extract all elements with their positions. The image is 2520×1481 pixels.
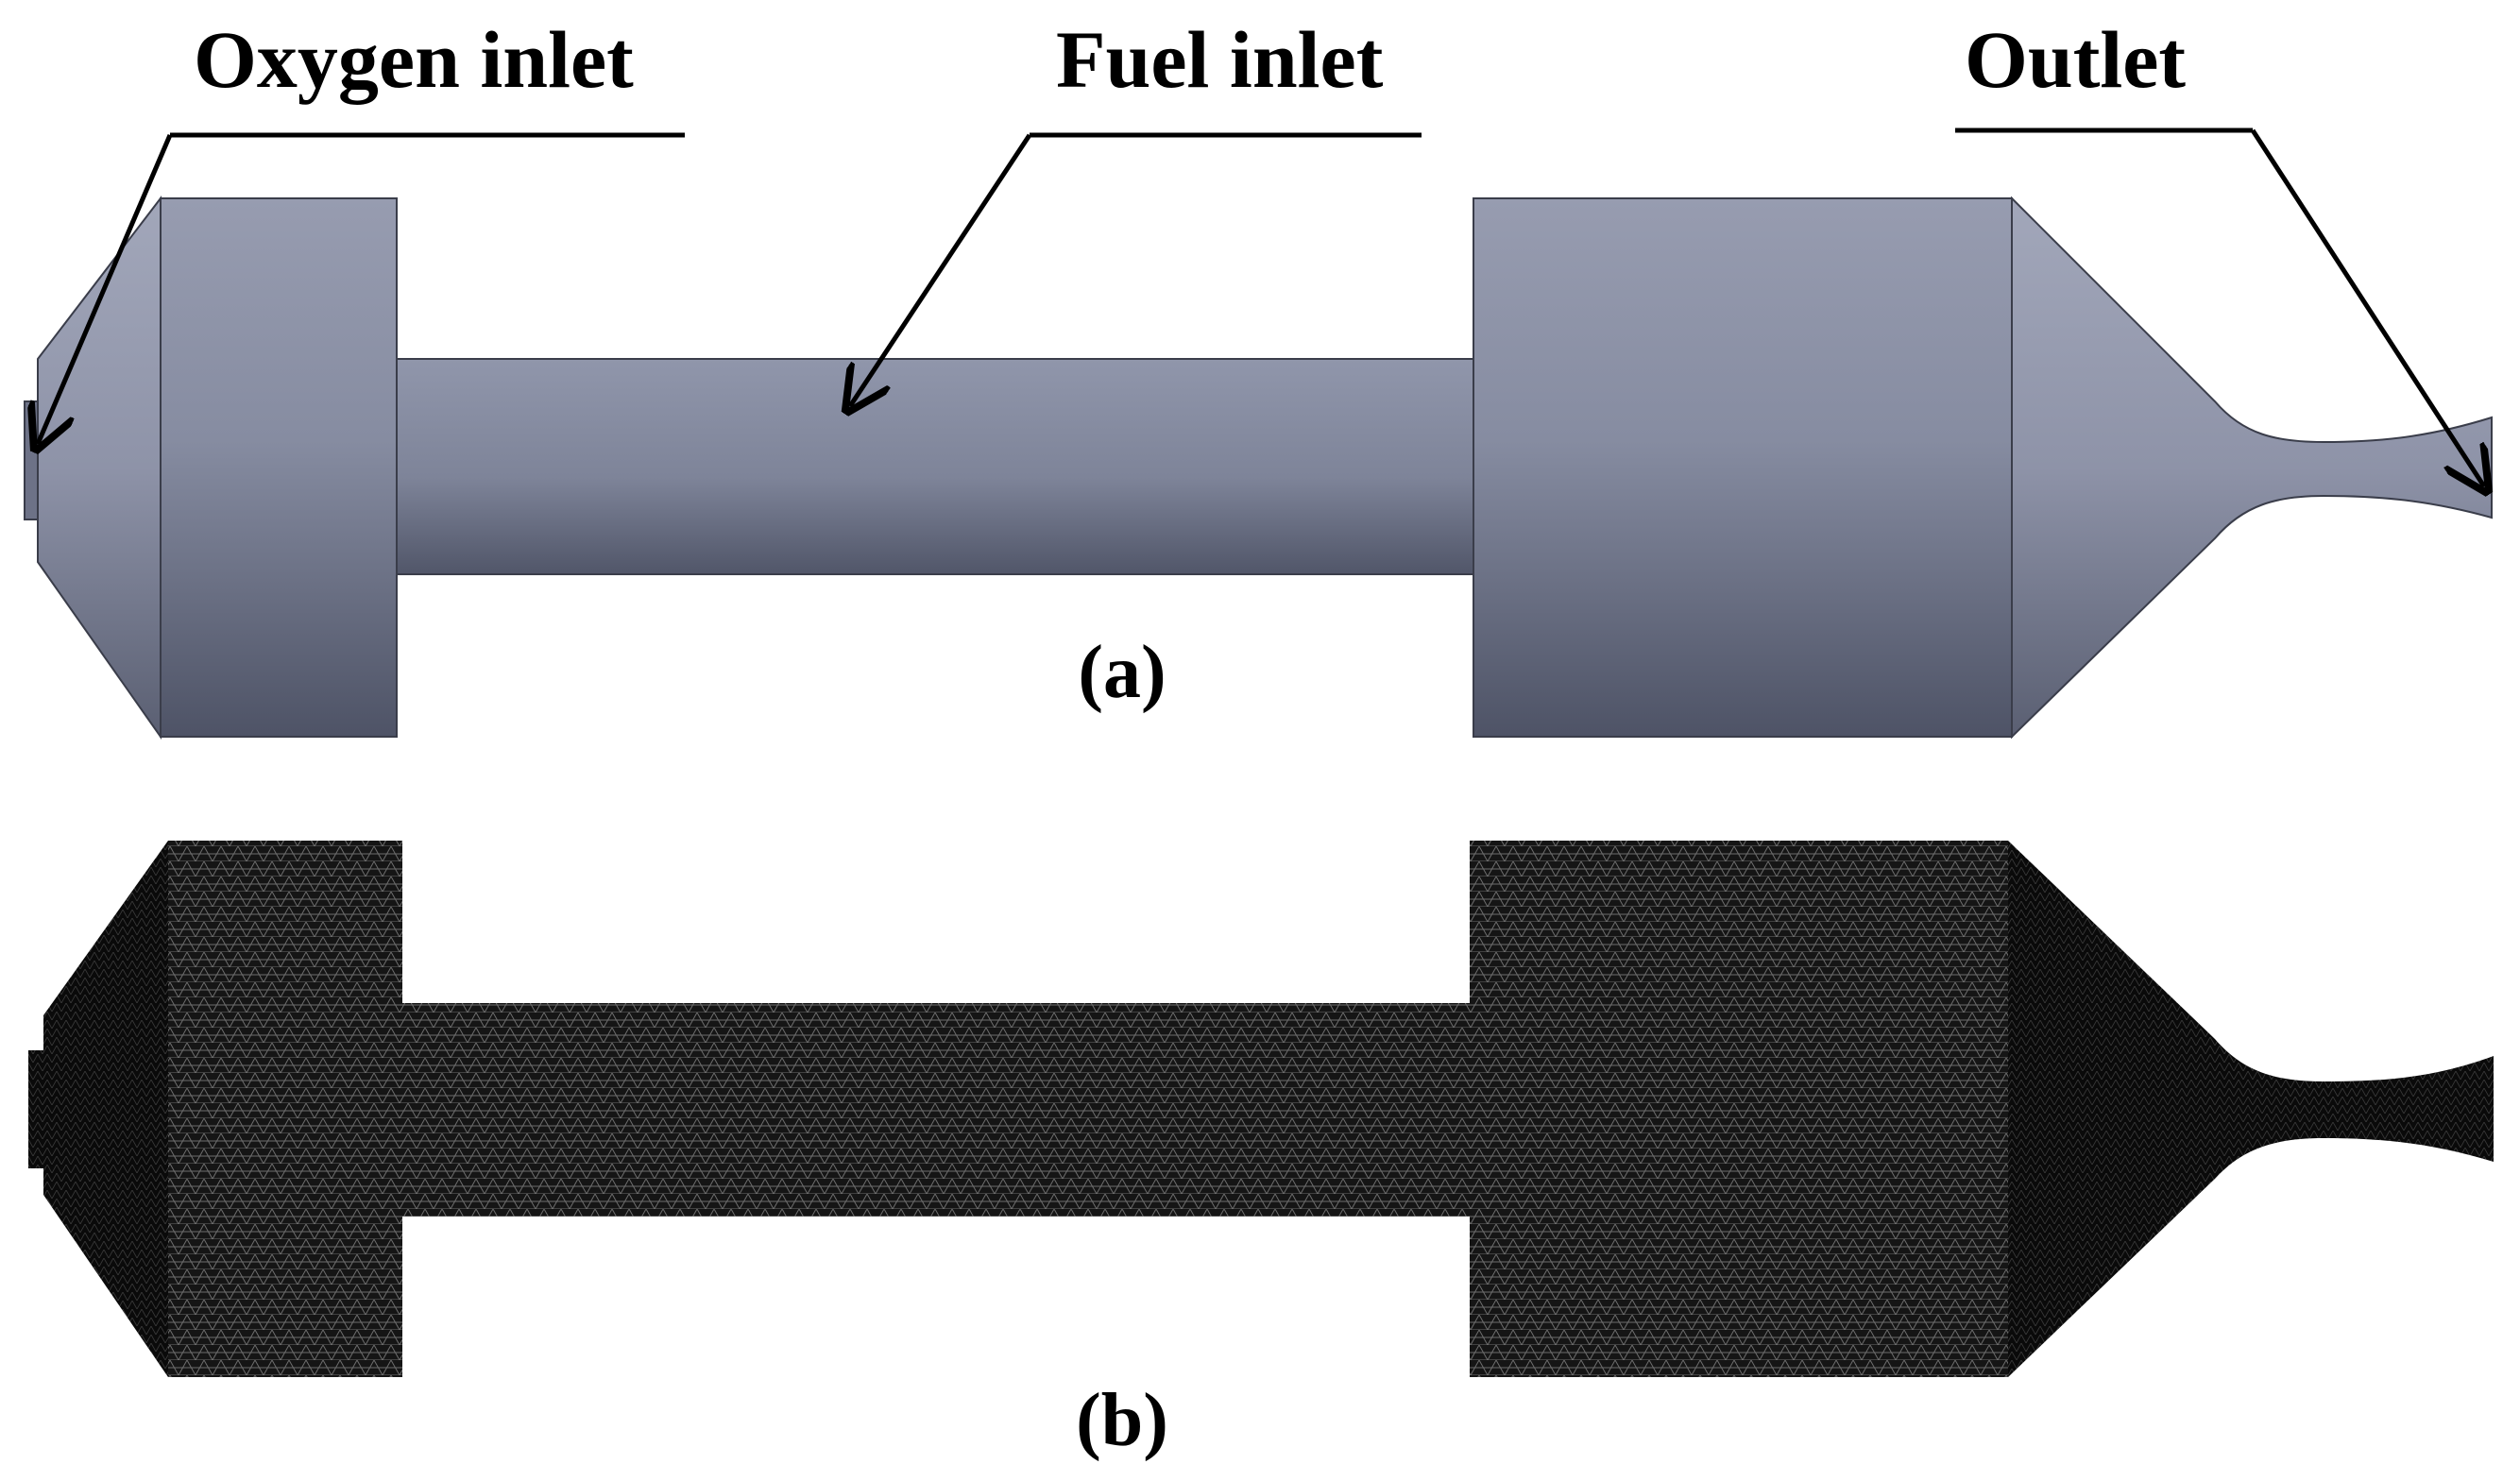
mesh-left-cone (43, 841, 168, 1377)
fuel-pipe (396, 358, 1474, 575)
mesh-inlet-port (28, 1050, 43, 1168)
mesh-right-chamber (1470, 841, 2008, 1377)
oxygen-inlet-label: Oxygen inlet (194, 14, 634, 105)
right-chamber (1473, 197, 2013, 738)
outlet-leader (2250, 128, 2484, 486)
outlet-label: Outlet (1965, 14, 2186, 105)
oxygen-inlet-callout: Oxygen inlet (38, 14, 685, 444)
mesh-nozzle (2008, 841, 2494, 1377)
fuel-inlet-leader (850, 133, 1032, 406)
mesh-left-chamber (168, 841, 402, 1377)
left-chamber (160, 197, 398, 738)
solid-model-panel (24, 196, 2493, 740)
panel-a-caption: (a) (1078, 631, 1166, 714)
mesh-pipe (402, 1003, 1470, 1217)
fuel-inlet-label: Fuel inlet (1056, 14, 1384, 105)
outlet-callout: Outlet (1955, 14, 2484, 486)
mesh-panel (28, 841, 2494, 1377)
nozzle (2011, 196, 2493, 740)
fuel-inlet-callout: Fuel inlet (850, 14, 1422, 406)
oxygen-inlet-port (24, 400, 39, 520)
oxygen-inlet-leader (38, 134, 173, 444)
panel-b-caption: (b) (1076, 1379, 1168, 1462)
left-cone (37, 196, 162, 740)
